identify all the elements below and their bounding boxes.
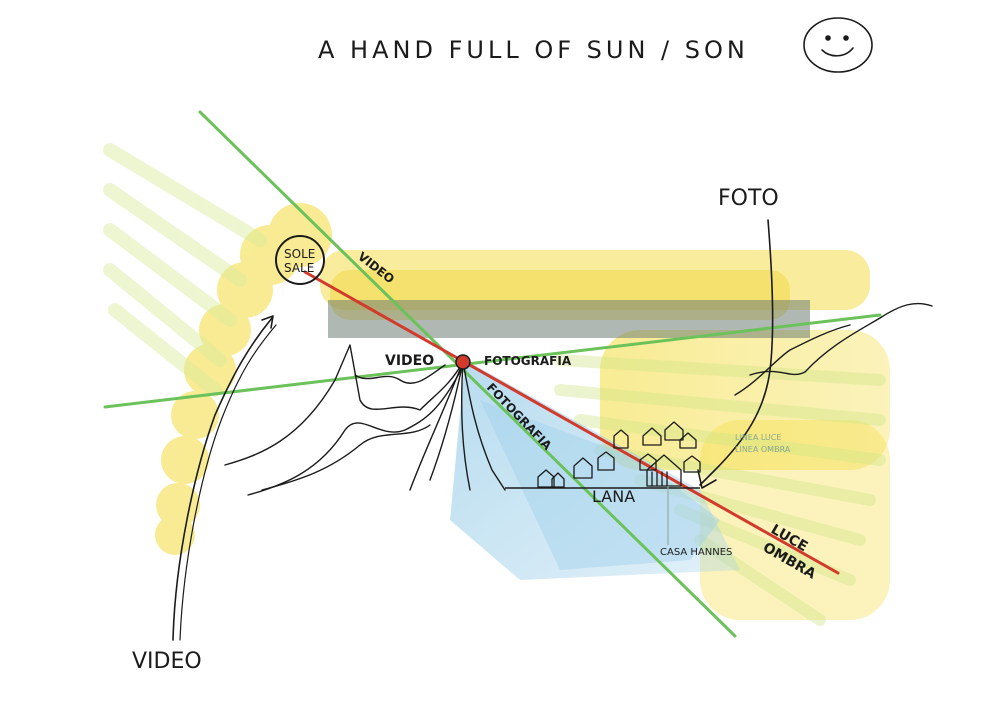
red-sun-line — [303, 270, 840, 575]
green-sight-lines — [103, 110, 882, 638]
house-icon — [573, 457, 593, 479]
house-icon — [639, 453, 657, 471]
smiley-face-icon — [803, 17, 873, 73]
video-arrow-2 — [179, 324, 277, 641]
label-foto: FOTO — [718, 186, 779, 211]
label-lana: LANA — [592, 487, 635, 506]
foto-arrow — [699, 219, 774, 486]
foto-arrow-head — [697, 469, 717, 489]
house-icon — [683, 455, 701, 473]
house-icon — [642, 427, 662, 446]
sun-circle-icon — [275, 235, 325, 285]
label-video-mid: VIDEO — [385, 353, 434, 369]
green-line-diagonal — [198, 110, 737, 638]
sun-label-sale: SALE — [284, 261, 314, 275]
green-line-horizontal — [103, 313, 882, 409]
house-icon — [551, 472, 565, 488]
label-fotografia-horizontal: FOTOGRAFIA — [484, 354, 572, 368]
house-icon — [597, 451, 615, 471]
house-icon — [646, 454, 682, 487]
faint-hatching-left — [103, 143, 267, 397]
video-arrow-head — [261, 315, 274, 329]
faint-note-linea-ombra: LINEA OMBRA — [735, 445, 791, 454]
label-video-bottom: VIDEO — [132, 649, 202, 674]
house-icon — [537, 469, 555, 488]
page-title: A HAND FULL OF SUN / SON — [318, 36, 749, 64]
sun-label-sole: SOLE — [284, 247, 315, 261]
red-dot-icon — [455, 354, 471, 370]
yellow-sun-arc-wash — [155, 203, 332, 555]
village-houses — [537, 421, 701, 488]
blue-shadow-wash-2 — [480, 400, 720, 570]
label-casa-hannes: CASA HANNES — [660, 547, 732, 558]
faint-note-linea-luce: LINEA LUCE — [735, 433, 781, 442]
mountain-sketch — [224, 302, 933, 496]
video-arrow — [172, 317, 273, 641]
house-icon — [613, 429, 629, 449]
house-icon — [679, 432, 697, 449]
